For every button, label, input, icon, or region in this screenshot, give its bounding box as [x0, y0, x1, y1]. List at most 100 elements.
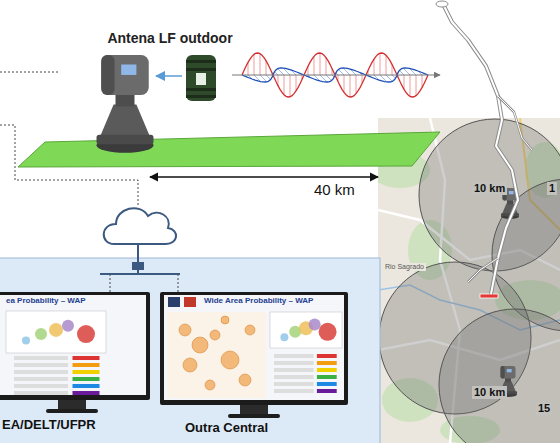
antenna-icon	[101, 55, 149, 95]
density-blob	[210, 330, 220, 340]
antenna-icon	[116, 93, 135, 106]
table-row	[274, 368, 314, 372]
monitor	[228, 414, 280, 418]
em-wave	[290, 75, 291, 97]
density-blob	[221, 316, 229, 324]
station-panel	[0, 258, 380, 443]
em-wave	[338, 69, 344, 75]
table-row	[274, 375, 314, 379]
chart-bubble	[22, 336, 30, 344]
coil-antenna	[186, 95, 216, 98]
em-wave	[350, 75, 351, 97]
antenna-icon	[101, 55, 114, 95]
em-wave	[232, 53, 440, 97]
cloud-icon	[132, 262, 144, 270]
station-panel	[0, 258, 380, 443]
monitor-node: ea Probability – WAP EA/DELT/UFPR	[0, 293, 150, 438]
cloud-icon	[137, 244, 139, 262]
table-row	[73, 391, 100, 395]
density-blob	[179, 324, 191, 336]
coil-antenna	[186, 55, 216, 101]
coil-antenna	[196, 73, 206, 85]
signal-wire	[178, 274, 179, 293]
table-row	[317, 361, 337, 365]
table-row	[73, 384, 100, 388]
coil-antenna	[186, 60, 216, 63]
lightning-bolt	[498, 96, 532, 150]
em-wave	[403, 68, 410, 75]
density-blob	[221, 351, 239, 369]
chart-bubble	[309, 319, 321, 331]
em-wave	[404, 75, 405, 89]
ground-plane	[18, 132, 440, 167]
station-label: Outra Central	[185, 421, 268, 436]
antenna-icon	[97, 55, 154, 153]
em-wave	[356, 75, 357, 94]
em-wave	[278, 69, 284, 75]
lightning-bolt	[436, 1, 532, 294]
em-wave	[232, 75, 440, 76]
main-antenna	[97, 55, 154, 153]
table-row	[317, 389, 337, 393]
screen-header: ea Probability – WAP	[6, 296, 86, 305]
monitor	[0, 292, 150, 400]
em-wave	[254, 54, 255, 75]
distance-arrow	[150, 176, 378, 177]
radius-label: 10 km	[472, 182, 507, 195]
em-wave	[380, 53, 381, 75]
em-wave	[266, 61, 267, 75]
monitor	[270, 312, 342, 348]
table-row	[14, 363, 68, 367]
cloud-icon	[100, 208, 180, 274]
monitor	[0, 292, 150, 413]
antenna-icon	[505, 378, 511, 382]
place-name: Rio Sagrado	[383, 263, 426, 271]
antenna-label: Antena LF outdoor	[107, 30, 232, 46]
antenna-sign	[121, 65, 136, 75]
antenna-sign	[507, 369, 512, 372]
table-row	[317, 368, 337, 372]
cloud-icon	[137, 270, 139, 274]
em-wave	[296, 75, 297, 91]
signal-wire	[0, 72, 60, 73]
table-row	[14, 377, 68, 381]
em-wave	[410, 75, 411, 96]
chart-bubble	[62, 320, 74, 332]
em-wave	[326, 58, 327, 75]
density-blob	[239, 374, 251, 386]
monitor	[160, 292, 348, 418]
monitor	[0, 295, 146, 395]
signal-arrow	[156, 76, 182, 77]
table-row	[14, 356, 68, 360]
em-wave	[275, 72, 278, 75]
signal-arrow	[156, 75, 182, 77]
monitor-node: Wide Area Probability – WAPOutra Central	[160, 293, 350, 438]
monitor	[46, 409, 98, 413]
em-wave	[260, 75, 267, 82]
table-row	[274, 389, 314, 393]
table-row	[274, 361, 314, 365]
density-blob	[245, 325, 255, 335]
strike-marker	[480, 294, 498, 298]
density-blob	[183, 358, 197, 372]
em-wave	[344, 75, 345, 92]
em-wave	[386, 55, 387, 75]
chart-bubble	[35, 328, 47, 340]
chart-bubble	[49, 323, 63, 337]
em-wave	[284, 75, 285, 95]
lightning-bolt	[468, 258, 498, 282]
density-blob	[205, 380, 215, 390]
table-row	[317, 382, 337, 386]
coil-antenna	[186, 55, 216, 101]
station-label: EA/DELT/UFPR	[2, 418, 96, 433]
cloud-icon	[104, 208, 176, 244]
em-wave	[399, 70, 404, 75]
em-wave	[260, 54, 261, 75]
radius-label: 1	[547, 182, 557, 195]
range-circle	[439, 309, 560, 443]
cloud-icon	[100, 273, 180, 275]
table-row	[14, 370, 68, 374]
lightning-bolt	[468, 258, 498, 282]
monitor	[160, 292, 348, 405]
antenna-icon	[97, 135, 154, 145]
